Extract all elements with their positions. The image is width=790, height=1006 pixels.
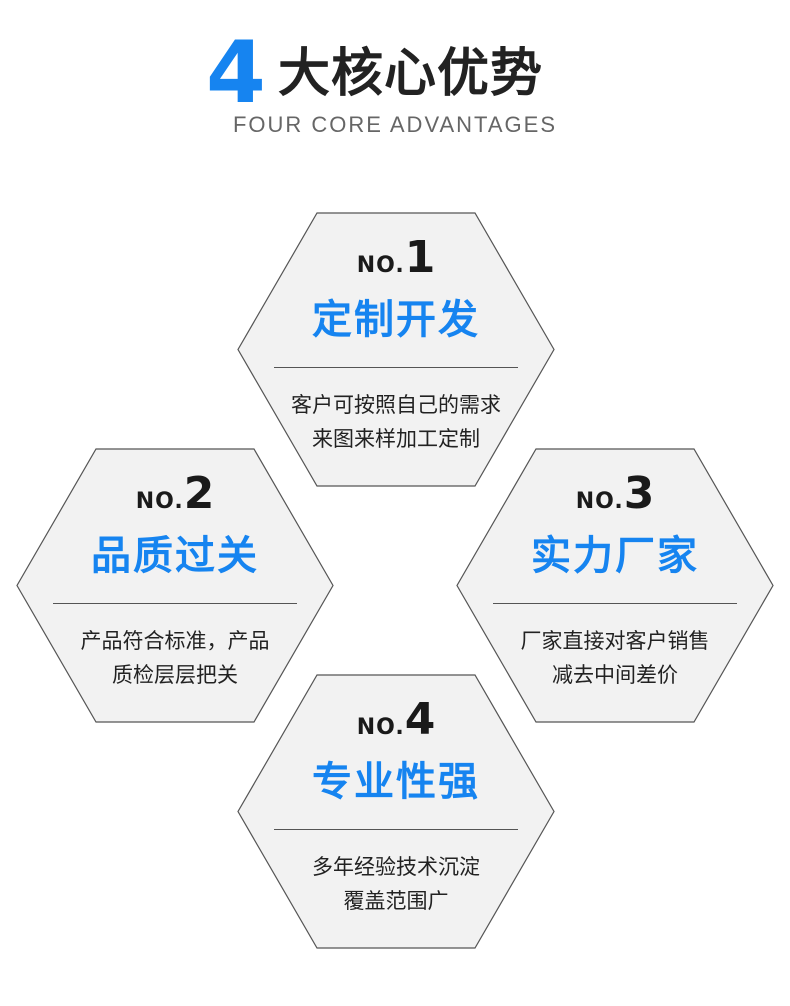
advantage-card-3: NO.3 实力厂家 厂家直接对客户销售 减去中间差价 — [456, 448, 774, 723]
advantage-number-prefix: NO. — [356, 253, 405, 278]
advantage-number-prefix: NO. — [356, 715, 405, 740]
advantage-title: 实力厂家 — [531, 533, 699, 579]
divider — [274, 367, 518, 368]
advantage-title: 品质过关 — [91, 533, 259, 579]
advantage-description-line: 质检层层把关 — [112, 663, 238, 687]
advantage-description-line: 客户可按照自己的需求 — [291, 393, 501, 417]
advantage-card-1: NO.1 定制开发 客户可按照自己的需求 来图来样加工定制 — [237, 212, 555, 487]
advantage-description: 多年经验技术沉淀 覆盖范围广 — [237, 850, 555, 918]
advantage-number-value: 4 — [404, 694, 436, 745]
advantage-description-line: 多年经验技术沉淀 — [312, 855, 480, 879]
advantage-number-value: 1 — [404, 232, 436, 283]
hexagon-shape — [456, 448, 774, 723]
divider — [274, 829, 518, 830]
divider — [53, 603, 297, 604]
advantage-number: NO.4 — [237, 698, 555, 742]
hexagon-shape — [16, 448, 334, 723]
hexagon-shape — [237, 674, 555, 949]
advantage-description-line: 产品符合标准，产品 — [80, 629, 270, 653]
advantage-number: NO.3 — [456, 472, 774, 516]
advantage-number-value: 3 — [623, 468, 655, 519]
advantage-number-value: 2 — [183, 468, 215, 519]
page-title: 大核心优势 — [278, 44, 544, 104]
advantage-title: 专业性强 — [312, 759, 480, 805]
hexagon-shape — [237, 212, 555, 487]
advantage-number-prefix: NO. — [575, 489, 624, 514]
advantage-description-line: 覆盖范围广 — [343, 889, 449, 913]
advantage-description-line: 减去中间差价 — [552, 663, 678, 687]
header-number: 4 — [206, 23, 266, 123]
advantage-card-4: NO.4 专业性强 多年经验技术沉淀 覆盖范围广 — [237, 674, 555, 949]
divider — [493, 603, 737, 604]
advantage-description: 厂家直接对客户销售 减去中间差价 — [456, 624, 774, 692]
advantage-description-line: 来图来样加工定制 — [312, 427, 480, 451]
advantage-number: NO.2 — [16, 472, 334, 516]
advantage-number: NO.1 — [237, 236, 555, 280]
advantage-title: 定制开发 — [312, 297, 480, 343]
advantage-description-line: 厂家直接对客户销售 — [520, 629, 710, 653]
advantage-description: 产品符合标准，产品 质检层层把关 — [16, 624, 334, 692]
advantage-card-2: NO.2 品质过关 产品符合标准，产品 质检层层把关 — [16, 448, 334, 723]
page-subtitle: FOUR CORE ADVANTAGES — [232, 112, 557, 137]
advantage-description: 客户可按照自己的需求 来图来样加工定制 — [237, 388, 555, 456]
advantage-number-prefix: NO. — [135, 489, 184, 514]
header: 4 大核心优势 FOUR CORE ADVANTAGES — [0, 22, 790, 142]
